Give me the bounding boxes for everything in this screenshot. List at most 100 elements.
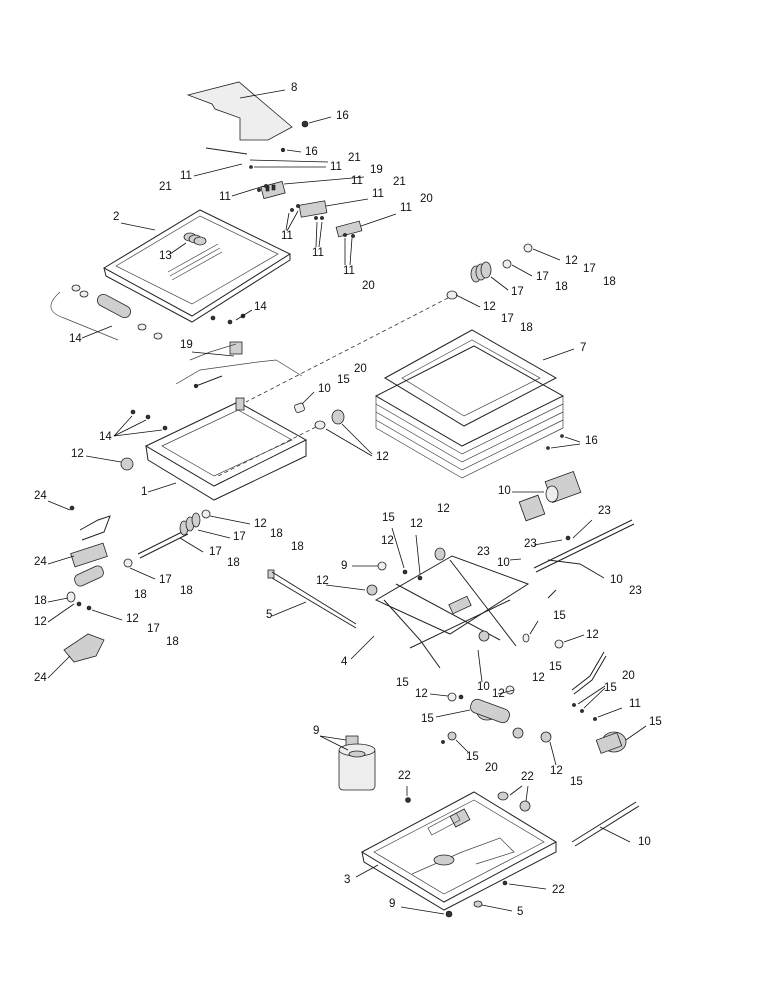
callout-17: 17 xyxy=(159,574,172,586)
callout-15: 15 xyxy=(549,661,562,673)
center-small-hardware xyxy=(352,527,423,581)
callout-20: 20 xyxy=(354,363,367,375)
callout-15: 15 xyxy=(553,610,566,622)
callout-19: 19 xyxy=(180,339,193,351)
callout-11: 11 xyxy=(219,191,231,203)
bellows-7 xyxy=(374,329,581,479)
callout-11: 11 xyxy=(343,265,355,277)
callout-16: 16 xyxy=(336,110,349,122)
callout-12: 12 xyxy=(34,616,47,628)
callout-14: 14 xyxy=(99,431,112,443)
callout-5: 5 xyxy=(266,609,272,621)
callout-12: 12 xyxy=(410,518,423,530)
callout-12: 12 xyxy=(415,688,428,700)
callout-11: 11 xyxy=(281,230,293,242)
callout-10: 10 xyxy=(477,681,490,693)
callout-17: 17 xyxy=(209,546,222,558)
callout-4: 4 xyxy=(341,656,348,668)
callout-13: 13 xyxy=(159,250,172,262)
callout-17: 17 xyxy=(233,531,246,543)
callout-12: 12 xyxy=(376,451,389,463)
callout-18: 18 xyxy=(291,541,304,553)
callout-9: 9 xyxy=(389,898,395,910)
center-bushings xyxy=(294,391,373,457)
callout-12: 12 xyxy=(532,672,545,684)
callout-11: 11 xyxy=(312,247,324,259)
callout-1: 1 xyxy=(141,486,147,498)
left-brackets-24 xyxy=(47,500,123,679)
callout-15: 15 xyxy=(382,512,395,524)
callout-12: 12 xyxy=(126,613,139,625)
callout-11: 11 xyxy=(400,202,412,214)
callout-22: 22 xyxy=(552,884,565,896)
callout-7: 7 xyxy=(580,342,586,354)
callout-21: 21 xyxy=(393,176,406,188)
roller-14 xyxy=(50,284,253,341)
callout-10: 10 xyxy=(497,557,510,569)
callout-9: 9 xyxy=(341,560,347,572)
scissor-mechanism-4 xyxy=(325,547,585,669)
callout-18: 18 xyxy=(180,585,193,597)
spring-13 xyxy=(183,232,207,246)
callout-20: 20 xyxy=(485,762,498,774)
callout-14: 14 xyxy=(254,301,267,313)
callout-16: 16 xyxy=(585,435,598,447)
linkage-19 xyxy=(175,341,303,389)
callout-8: 8 xyxy=(291,82,297,94)
callout-2: 2 xyxy=(113,211,119,223)
upper-frame-2 xyxy=(102,209,292,323)
callout-11: 11 xyxy=(372,188,384,200)
callout-15: 15 xyxy=(421,713,434,725)
callout-11: 11 xyxy=(629,698,641,710)
callout-11: 11 xyxy=(351,175,363,187)
spring-17-left xyxy=(179,512,201,536)
callout-18: 18 xyxy=(166,636,179,648)
callout-23: 23 xyxy=(598,505,611,517)
callout-18: 18 xyxy=(227,557,240,569)
motor-10 xyxy=(512,471,582,522)
callout-12: 12 xyxy=(565,255,578,267)
callout-12: 12 xyxy=(381,535,394,547)
callout-18: 18 xyxy=(603,276,616,288)
callout-5: 5 xyxy=(517,906,523,918)
callout-18: 18 xyxy=(520,322,533,334)
callout-12: 12 xyxy=(586,629,599,641)
callout-24: 24 xyxy=(34,490,47,502)
left-shaft-spring xyxy=(123,509,251,580)
callout-10: 10 xyxy=(610,574,623,586)
callout-15: 15 xyxy=(604,682,617,694)
right-levers-23 xyxy=(533,519,635,599)
rod-10 xyxy=(571,801,640,847)
grommets-22 xyxy=(405,785,531,812)
callout-17: 17 xyxy=(583,263,596,275)
callout-10: 10 xyxy=(638,836,651,848)
callout-9: 9 xyxy=(313,725,319,737)
upper-right-springs xyxy=(446,243,561,308)
callout-10: 10 xyxy=(498,485,511,497)
rod-5 xyxy=(267,569,357,629)
callout-15: 15 xyxy=(570,776,583,788)
callout-24: 24 xyxy=(34,672,47,684)
callout-3: 3 xyxy=(344,874,350,886)
callout-12: 12 xyxy=(550,765,563,777)
callout-17: 17 xyxy=(511,286,524,298)
callout-20: 20 xyxy=(622,670,635,682)
callout-10: 10 xyxy=(318,383,331,395)
callout-11: 11 xyxy=(180,170,192,182)
callout-15: 15 xyxy=(396,677,409,689)
callout-22: 22 xyxy=(521,771,534,783)
callout-15: 15 xyxy=(466,751,479,763)
callout-11: 11 xyxy=(330,161,342,173)
callout-21: 21 xyxy=(159,181,172,193)
callout-12: 12 xyxy=(492,688,505,700)
lower-center-parts xyxy=(429,649,557,766)
callout-23: 23 xyxy=(629,585,642,597)
callout-17: 17 xyxy=(536,271,549,283)
callout-21: 21 xyxy=(348,152,361,164)
callout-12: 12 xyxy=(483,301,496,313)
callout-17: 17 xyxy=(147,623,160,635)
vent-slots xyxy=(167,243,223,281)
spring-17-upper xyxy=(470,261,492,283)
callout-23: 23 xyxy=(477,546,490,558)
